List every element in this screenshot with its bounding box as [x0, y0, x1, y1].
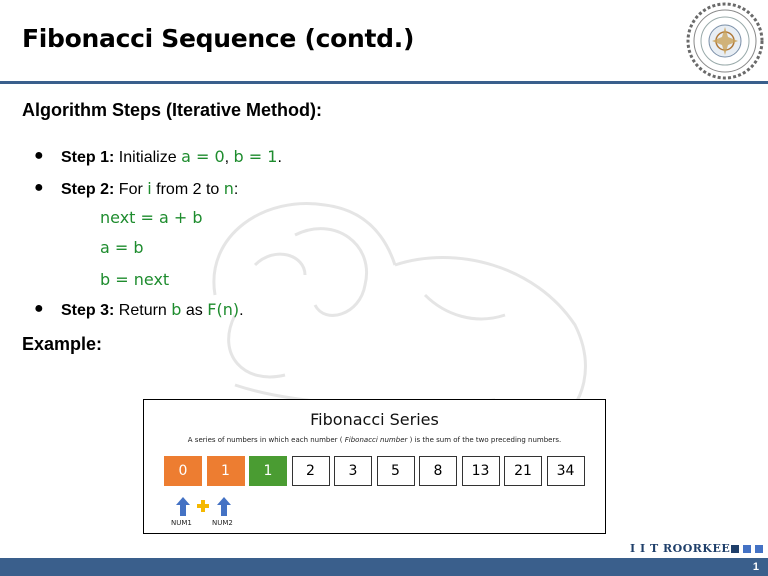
institute-logo [686, 2, 764, 80]
step3-label: Step 3 [61, 302, 110, 319]
arrow-up-icon [217, 497, 231, 516]
series-cell: 34 [546, 456, 585, 486]
step2-text-from: from 2 to [156, 181, 220, 198]
num-arrows [176, 497, 231, 516]
header-rule [0, 81, 768, 84]
arrow-up-icon [176, 497, 190, 516]
step1-label: Step 1 [61, 149, 110, 166]
footer-bar [0, 558, 768, 576]
figure-title: Fibonacci Series [310, 410, 439, 429]
num2-label: NUM2 [212, 519, 233, 527]
series-cell: 13 [461, 456, 500, 486]
series-cell: 1 [249, 456, 287, 486]
series-cell: 1 [206, 456, 245, 486]
code-line-next: next = a + b [100, 208, 203, 227]
step1-a-assign: a = 0 [181, 147, 225, 166]
desc-part: ) is the sum of the two preceding number… [409, 436, 562, 444]
series-cell: 8 [419, 456, 457, 486]
figure-description: A series of numbers in which each number… [144, 436, 605, 444]
step3-text-return: Return [118, 302, 167, 319]
step3-fn: F(n) [207, 300, 240, 319]
step2-var-n: n [223, 179, 234, 198]
series-cell: 5 [376, 456, 415, 486]
bullet-dot: ● [34, 147, 44, 164]
step2-label: Step 2 [61, 181, 110, 198]
step3-bullet: ● Step 3: Return b as F(n). [34, 300, 244, 319]
brand-square [743, 545, 751, 553]
series-cell: 21 [504, 456, 542, 486]
page-number: 1 [752, 561, 759, 573]
series-cell: 3 [334, 456, 372, 486]
step2-text-for: For [118, 181, 143, 198]
fibonacci-figure: Fibonacci Series A series of numbers in … [143, 399, 606, 534]
series-cell: 0 [164, 456, 202, 486]
step2-bullet: ● Step 2: For i from 2 to n: [34, 179, 239, 198]
desc-part: A series of numbers in which each number… [187, 436, 343, 444]
example-label: Example: [22, 334, 103, 354]
plus-icon [197, 500, 209, 512]
series-cell: 2 [291, 456, 330, 486]
step1-bullet: ● Step 1: Initialize a = 0, b = 1. [34, 147, 282, 166]
code-line-b: b = next [100, 270, 170, 289]
brand-square [731, 545, 739, 553]
desc-italic: Fibonacci number [344, 436, 408, 444]
brand-square [755, 545, 763, 553]
bullet-dot: ● [34, 179, 44, 196]
step3-var-b: b [171, 300, 182, 319]
step3-text-as: as [185, 302, 203, 319]
num1-label: NUM1 [171, 519, 192, 527]
step1-text: Initialize [118, 149, 177, 166]
slide-title: Fibonacci Sequence (contd.) [22, 24, 415, 53]
bullet-dot: ● [34, 300, 44, 317]
brand-wordmark: I I T ROORKEE [630, 542, 731, 555]
algorithm-heading: Algorithm Steps (Iterative Method): [22, 100, 323, 120]
code-line-a: a = b [100, 238, 144, 257]
step2-var-i: i [147, 179, 152, 198]
step1-b-assign: b = 1 [233, 147, 278, 166]
